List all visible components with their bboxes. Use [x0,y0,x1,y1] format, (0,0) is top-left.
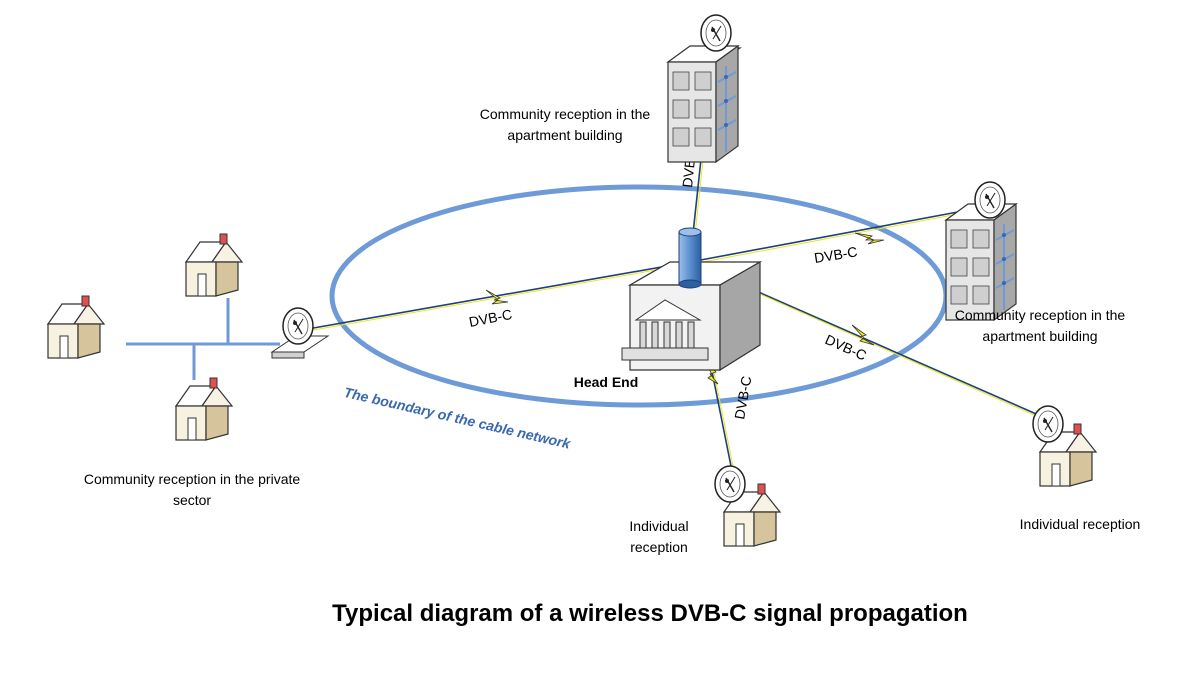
label-apartment-right: Community reception in the apartment bui… [954,307,1126,344]
label-individual-right: Individual reception [1019,516,1141,532]
label-private-sector: Community reception in the private secto… [83,471,301,508]
apartment-building-top [667,14,742,163]
house-private-1 [47,295,105,359]
head-end-building [621,227,763,372]
dvbc-label-bottom: DVB-C [731,375,754,421]
dvbc-label-left: DVB-C [468,306,514,330]
private-sector-cable [126,298,280,380]
dish-private-sector [270,307,330,359]
page-title: Typical diagram of a wireless DVB-C sign… [332,600,968,627]
house-individual-right [1032,405,1097,487]
label-individual-bottom: Individual reception [629,518,689,555]
apartment-building-right [945,181,1017,321]
dvbc-label-right: DVB-C [813,243,859,266]
label-apartment-top: Community reception in the apartment bui… [479,106,651,143]
label-head-end: Head End [573,374,639,390]
house-private-2 [185,233,243,297]
house-individual-bottom [714,465,781,547]
house-private-3 [175,377,233,441]
